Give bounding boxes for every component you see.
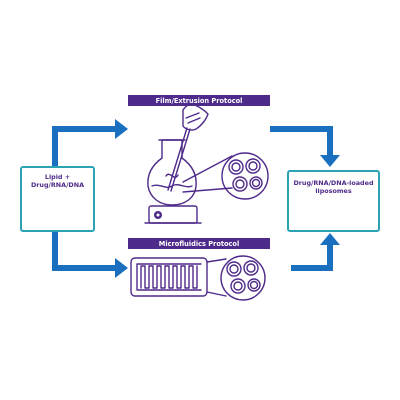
arrows — [52, 119, 340, 278]
microfluidics-protocol-label: Microfluidics Protocol — [128, 238, 270, 249]
magnifier-circle-icon — [221, 152, 269, 200]
input-box-line1: Lipid + — [44, 173, 71, 181]
microfluidic-channel — [136, 263, 202, 291]
output-box: Drug/RNA/DNA-loaded liposomes — [287, 170, 380, 232]
liposome-cluster-icon-2 — [226, 260, 261, 294]
input-box: Lipid + Drug/RNA/DNA — [20, 166, 95, 232]
arrow-film-to-output — [270, 126, 340, 167]
liposome-cluster-icon — [228, 158, 263, 192]
arrow-input-to-film — [52, 119, 128, 166]
output-box-line2: liposomes — [315, 187, 352, 195]
arrow-microfluidics-to-output — [291, 233, 340, 271]
film-extrusion-protocol-label: Film/Extrusion Protocol — [128, 95, 270, 106]
flask-icon — [147, 139, 197, 206]
film-extrusion-illustration — [144, 103, 269, 224]
input-box-line2: Drug/RNA/DNA — [30, 181, 85, 189]
output-box-line1: Drug/RNA/DNA-loaded — [293, 179, 374, 187]
microfluidics-illustration — [130, 255, 266, 301]
pipette-icon — [167, 127, 191, 192]
microfluidic-chip-icon — [130, 257, 208, 297]
magnifier-circle-icon-2 — [220, 255, 266, 301]
arrow-input-to-microfluidics — [52, 231, 128, 278]
